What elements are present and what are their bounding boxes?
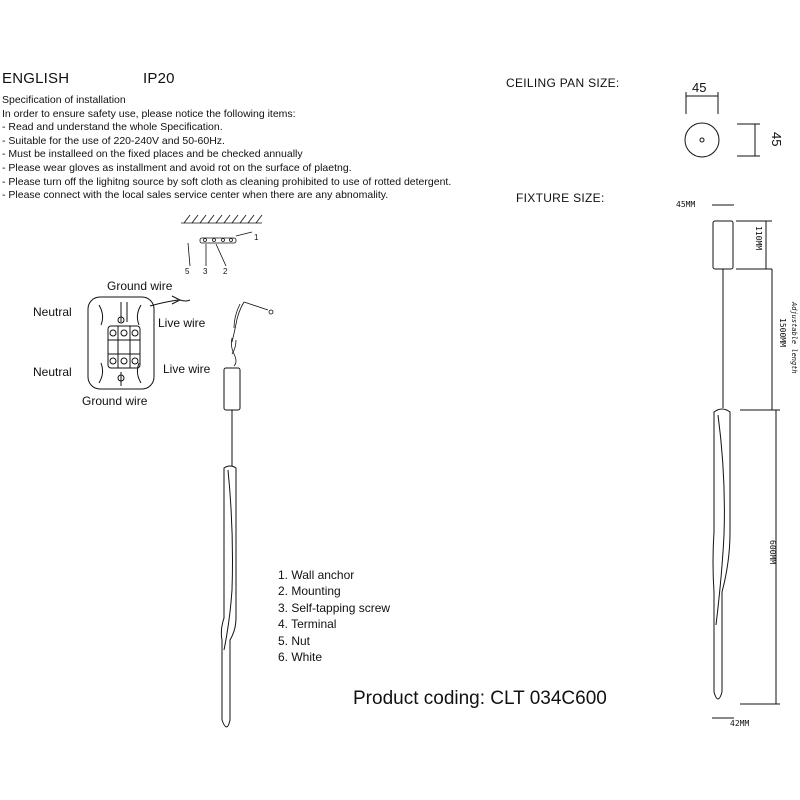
spec-title: Specification of installation — [2, 94, 126, 106]
terminal-block-drawing — [87, 295, 191, 390]
pan-width-dim: 45 — [692, 80, 706, 95]
spec-item: - Please connect with the local sales se… — [2, 189, 389, 202]
language-title: ENGLISH — [2, 70, 70, 87]
parts-item: 2. Mounting — [278, 584, 341, 599]
ceiling-pan-label: CEILING PAN SIZE: — [506, 76, 620, 90]
spec-item: - Please wear gloves as installment and … — [2, 161, 352, 174]
neutral-label-top: Neutral — [33, 305, 72, 319]
pendant-fixture-right — [712, 204, 780, 719]
parts-item: 5. Nut — [278, 633, 311, 648]
fixture-size-label: FIXTURE SIZE: — [516, 191, 605, 205]
spec-item: - Suitable for the use of 220-240V and 5… — [2, 134, 225, 147]
adjustable-length-note: Adjustable length — [790, 301, 798, 374]
specification-block: Specification of installation In order t… — [2, 94, 451, 203]
cable-length-dim: 1500MM — [778, 318, 787, 347]
live-wire-label-bottom: Live wire — [163, 362, 211, 376]
mount-number-1: 1 — [254, 233, 259, 242]
pendant-fixture-left — [220, 367, 241, 728]
ground-wire-label-bottom: Ground wire — [82, 394, 148, 408]
body-width-dim: 42MM — [730, 719, 749, 728]
wire-connection-drawing — [230, 301, 274, 367]
ip-rating: IP20 — [143, 70, 175, 87]
mount-number-3: 3 — [203, 267, 208, 276]
spec-intro: In order to ensure safety use, please no… — [2, 107, 296, 120]
mount-number-2: 2 — [223, 267, 228, 276]
product-coding: Product coding: CLT 034C600 — [353, 688, 607, 709]
neutral-label-bottom: Neutral — [33, 365, 72, 379]
spec-item: - Read and understand the whole Specific… — [2, 121, 223, 134]
parts-item: 3. Self-tapping screw — [278, 600, 391, 615]
ground-wire-label-top: Ground wire — [107, 279, 173, 293]
spec-item: - Must be installeed on the fixed places… — [2, 148, 303, 161]
ceiling-pan-drawing — [684, 92, 760, 158]
parts-list: 1. Wall anchor 2. Mounting 3. Self-tappi… — [278, 567, 390, 665]
spec-item: - Please turn off the lighitng source by… — [2, 175, 452, 188]
canopy-height-dim: 110MM — [754, 226, 763, 250]
live-wire-label-top: Live wire — [158, 316, 206, 330]
canopy-width-dim: 45MM — [676, 200, 695, 209]
parts-item: 6. White — [278, 650, 323, 665]
body-length-dim: 600MM — [768, 540, 777, 564]
parts-item: 4. Terminal — [278, 617, 337, 632]
parts-item: 1. Wall anchor — [278, 568, 355, 582]
mount-number-5: 5 — [185, 267, 190, 276]
pan-height-dim: 45 — [769, 132, 784, 146]
ceiling-mount-drawing — [181, 214, 263, 267]
